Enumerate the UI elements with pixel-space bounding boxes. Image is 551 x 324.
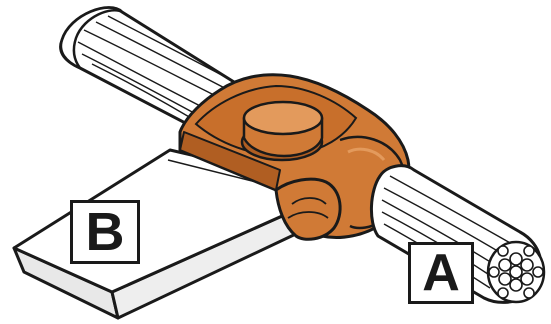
label-b: B xyxy=(70,200,140,264)
label-a: A xyxy=(408,242,474,304)
bolt xyxy=(242,102,322,160)
cable-end-face xyxy=(488,242,544,302)
